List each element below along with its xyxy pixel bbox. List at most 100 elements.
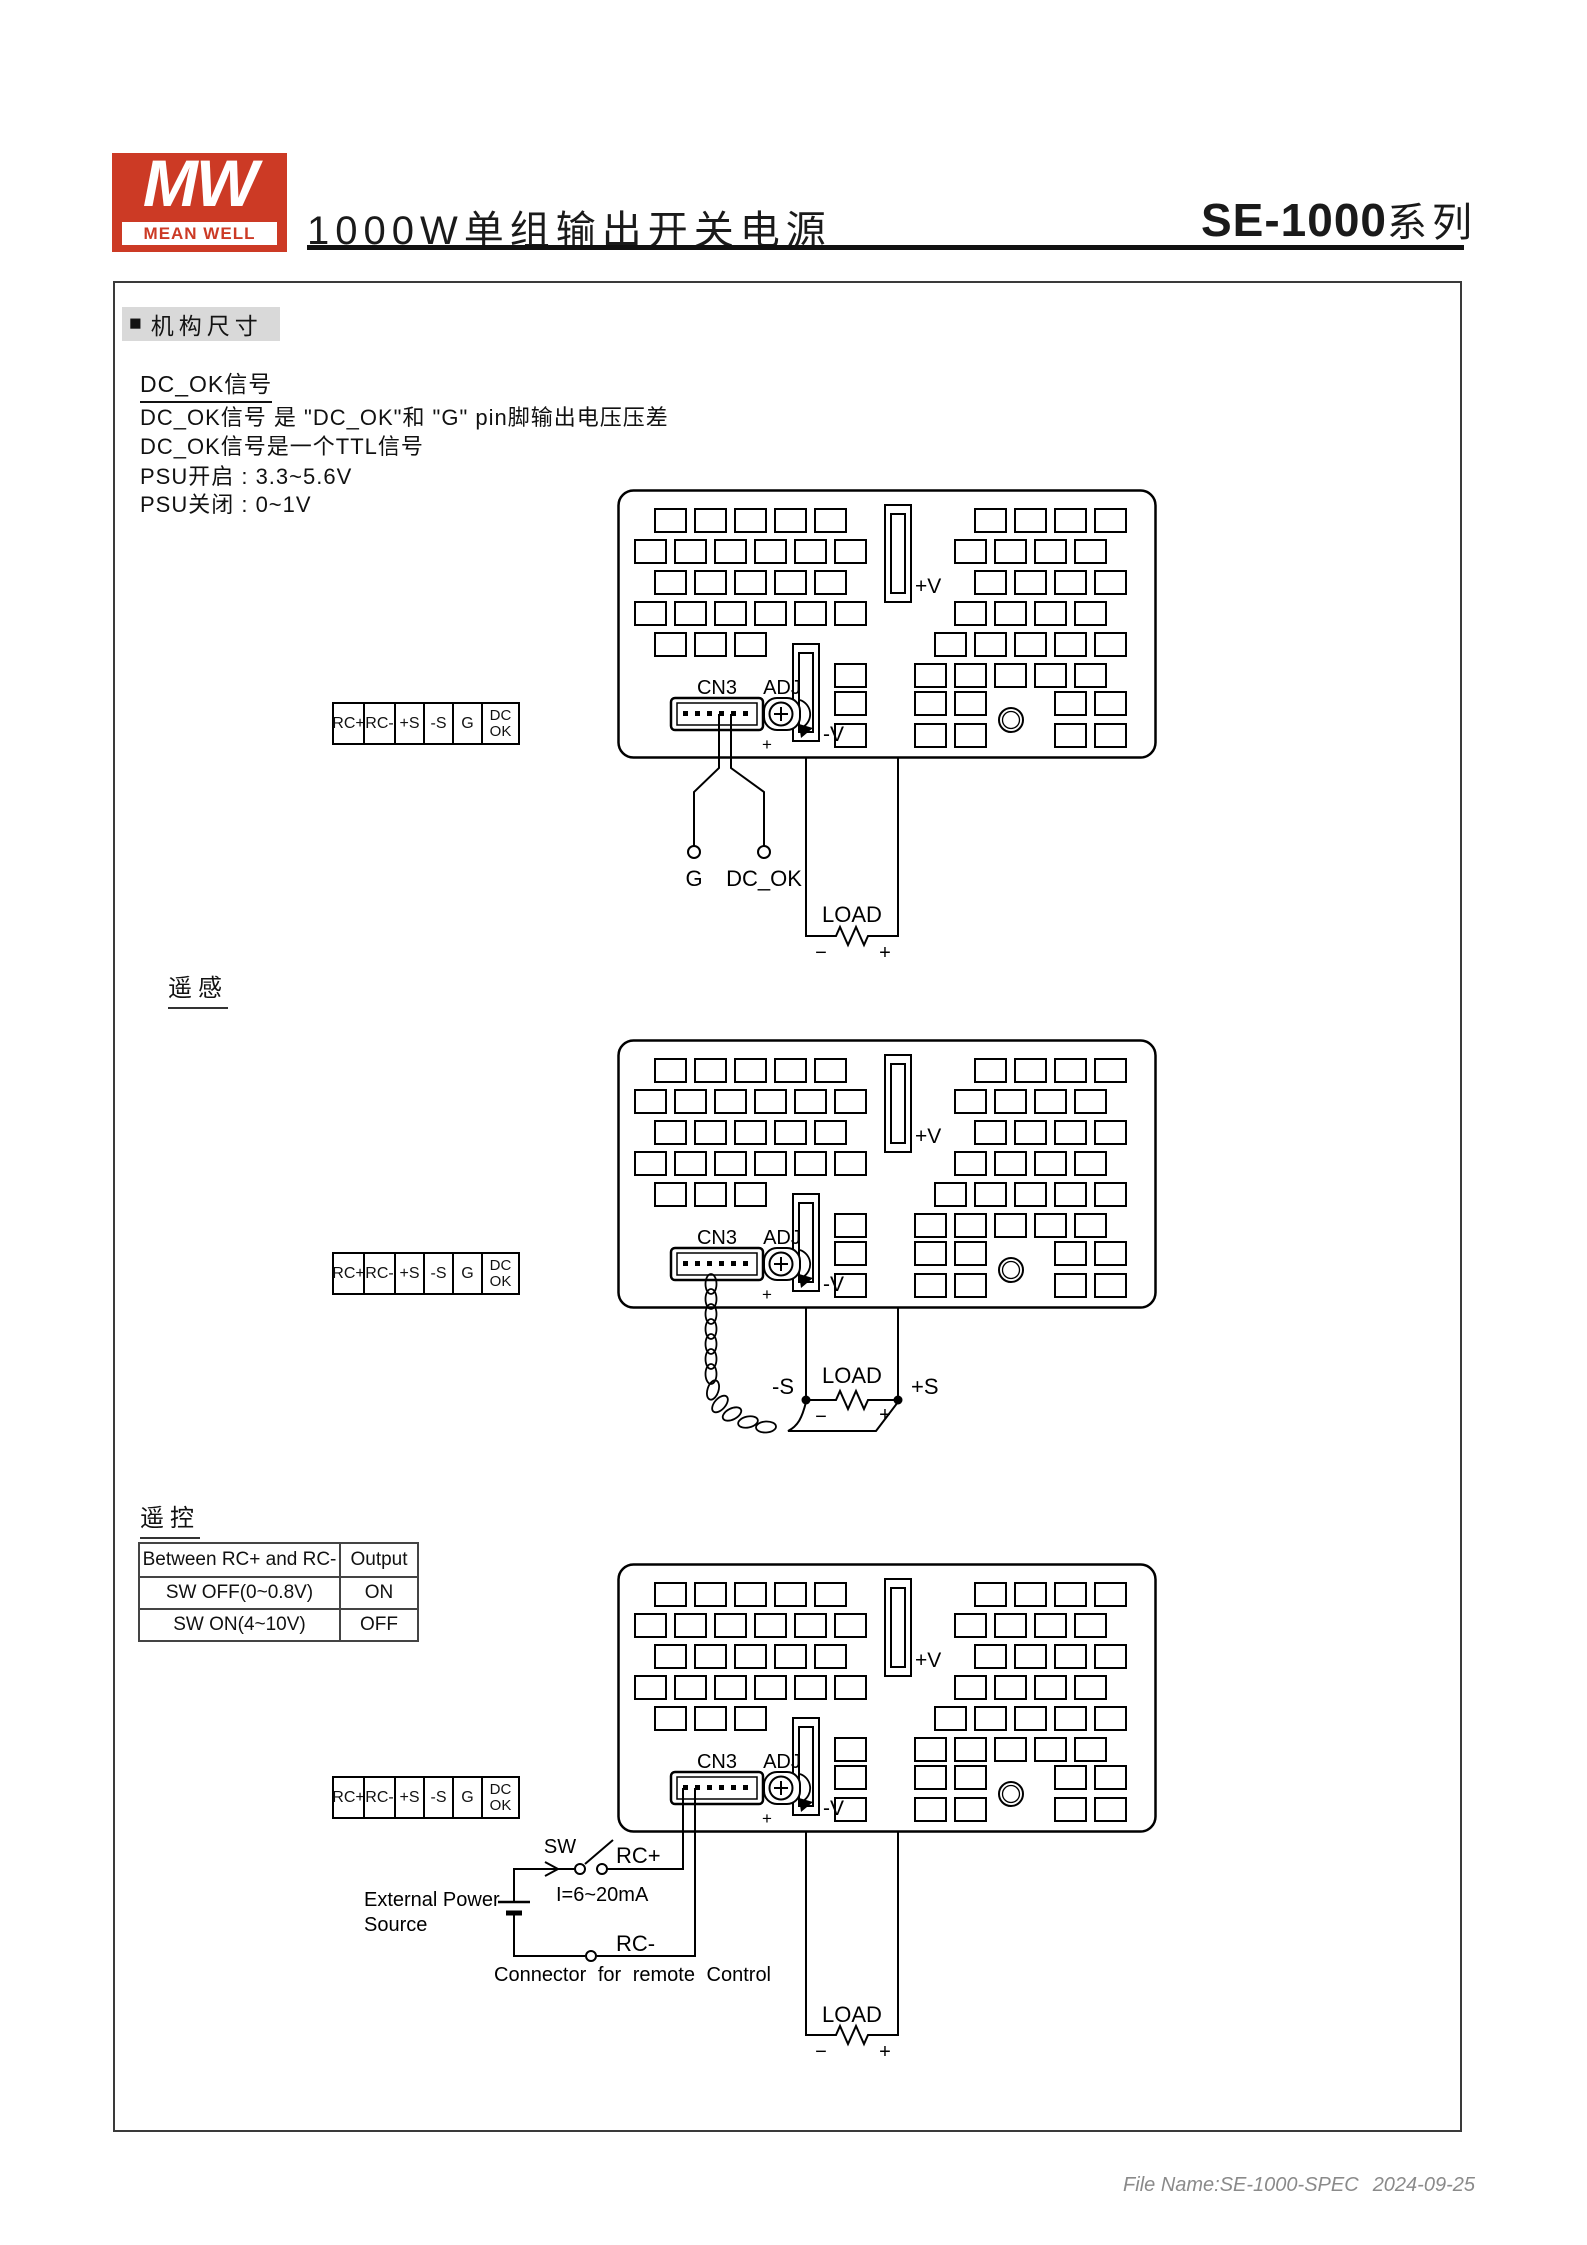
pin-cell: -S — [423, 704, 452, 743]
diagram-remote-sense: -S +S LOAD − + — [617, 1039, 1157, 1434]
pin-cell: RC- — [363, 1254, 394, 1293]
meanwell-logo: MW MEAN WELL — [112, 146, 287, 252]
table-cell: ON — [364, 1582, 394, 1603]
pin-cell: G — [452, 704, 481, 743]
pin-cell-ok-line: OK — [489, 722, 512, 740]
load-label: LOAD — [822, 1363, 882, 1388]
pin-cell: +S — [394, 1778, 423, 1817]
load-minus-label: − — [815, 2041, 827, 2063]
table-cell: SW ON(4~10V) — [140, 1610, 341, 1640]
section-heading-label: 机构尺寸 — [150, 313, 263, 339]
table-row: SW OFF(0~0.8V) ON — [140, 1576, 417, 1608]
footer-file-text: File Name:SE-1000-SPEC — [1123, 2174, 1359, 2196]
remote-control-table: Between RC+ and RC- Output SW OFF(0~0.8V… — [138, 1542, 419, 1642]
psu-off-line: PSU关闭 : 0~1V — [140, 492, 312, 517]
load-label: LOAD — [822, 902, 882, 927]
pcb-board — [617, 489, 1157, 759]
pin-cell: -S — [423, 1254, 452, 1293]
twisted-pair-wire — [704, 1273, 777, 1434]
pin-cell: RC+ — [332, 1788, 365, 1806]
ext-power-label-line1: External Power — [364, 1889, 500, 1911]
pin-table-dcok: RC+ RC- +S -S G DC OK — [332, 702, 520, 745]
table-cell: SW OFF(0~0.8V) — [140, 1578, 341, 1608]
pin-cell-dcok: DC OK — [481, 1254, 518, 1293]
rc-wires — [597, 1788, 696, 1957]
header-cell: Between RC+ and RC- — [140, 1544, 341, 1576]
battery-wires — [513, 1868, 585, 1957]
current-label: I=6~20mA — [556, 1884, 649, 1906]
pin-cell: -S — [423, 1778, 452, 1817]
dcok-line1: DC_OK信号 是 "DC_OK"和 "G" pin脚输出电压压差 — [140, 405, 669, 430]
logo-name-bar: MEAN WELL — [122, 222, 277, 245]
current-direction-arrow-icon — [544, 1861, 561, 1877]
load-minus-label: − — [815, 942, 827, 964]
diagram-dcok: G DC_OK LOAD − + — [617, 489, 1157, 964]
load-circuit-wire — [805, 601, 899, 948]
remote-sense-heading: 遥感 — [168, 968, 228, 1009]
logo-name-text: MEAN WELL — [143, 223, 256, 243]
remote-connector-label: Connector for remote Control — [494, 1964, 771, 1986]
table-header-row: Between RC+ and RC- Output — [140, 1544, 417, 1576]
load-plus-label: + — [879, 2041, 891, 2063]
rc-plus-label: RC+ — [616, 1843, 661, 1868]
pin-cell-dc-line: DC — [489, 1780, 512, 1798]
psu-on-line: PSU开启 : 3.3~5.6V — [140, 464, 353, 489]
g-label: G — [685, 866, 702, 891]
footer-filename: File Name:SE-1000-SPEC 2024-09-25 — [1123, 2174, 1475, 2197]
pin-cell-dc-line: DC — [489, 1256, 512, 1274]
section-bullet-icon: ■ — [129, 312, 142, 335]
dcok-heading: DC_OK信号 — [140, 365, 273, 403]
pin-cell: RC- — [363, 1778, 394, 1817]
g-terminal — [687, 845, 701, 859]
minus-s-label: -S — [772, 1374, 794, 1399]
pin-cell-ok-line: OK — [489, 1272, 512, 1290]
series-suffix: 系列 — [1387, 201, 1477, 245]
plus-s-node — [893, 1395, 903, 1405]
load-minus-label: − — [815, 1406, 827, 1428]
pin-cell: G — [452, 1254, 481, 1293]
title-underline — [307, 245, 1464, 250]
pin-cell: RC+ — [332, 714, 365, 732]
sw-label: SW — [544, 1836, 576, 1858]
footer-date: 2024-09-25 — [1372, 2174, 1475, 2196]
rc-minus-label: RC- — [616, 1931, 655, 1956]
remote-control-heading: 遥控 — [140, 1498, 200, 1539]
series-model: SE-1000 — [1200, 194, 1387, 246]
pin-cell: RC+ — [332, 1264, 365, 1282]
load-plus-label: + — [879, 1404, 891, 1426]
dcok-wire — [730, 714, 765, 846]
load-plus-label: + — [879, 942, 891, 964]
minus-s-node — [801, 1395, 811, 1405]
pin-table-sense: RC+ RC- +S -S G DC OK — [332, 1252, 520, 1295]
load-circuit-wire — [805, 1675, 899, 2047]
header-cell: Output — [350, 1549, 408, 1570]
load-label: LOAD — [822, 2002, 882, 2027]
plus-s-label: +S — [911, 1374, 939, 1399]
pin-cell: +S — [394, 1254, 423, 1293]
ext-power-label-line2: Source — [364, 1914, 427, 1936]
diagram-remote-control: SW RC+ I=6~20mA RC- External Power Sourc… — [364, 1563, 1157, 2063]
dcok-label: DC_OK — [726, 866, 802, 891]
logo-mw-glyph: MW — [142, 146, 258, 220]
pin-cell: G — [452, 1778, 481, 1817]
sense-return-wire — [787, 1401, 899, 1432]
rc-minus-contact — [585, 1950, 597, 1962]
pcb-board — [617, 1563, 1157, 1833]
pin-cell-dcok: DC OK — [481, 704, 518, 743]
pin-cell: +S — [394, 704, 423, 743]
dcok-line2: DC_OK信号是一个TTL信号 — [140, 434, 424, 459]
section-heading: ■ 机构尺寸 — [122, 307, 280, 341]
switch-contact-left — [574, 1863, 586, 1875]
table-row: SW ON(4~10V) OFF — [140, 1608, 417, 1640]
pin-cell-ok-line: OK — [489, 1796, 512, 1814]
switch-contact-right — [596, 1863, 608, 1875]
pin-cell: RC- — [363, 704, 394, 743]
table-cell: OFF — [360, 1614, 398, 1635]
sense-load-wire — [806, 1388, 898, 1412]
pcb-board — [617, 1039, 1157, 1309]
pin-cell-dc-line: DC — [489, 706, 512, 724]
g-wire — [693, 714, 720, 846]
pin-cell-dcok: DC OK — [481, 1778, 518, 1817]
dcok-terminal — [757, 845, 771, 859]
